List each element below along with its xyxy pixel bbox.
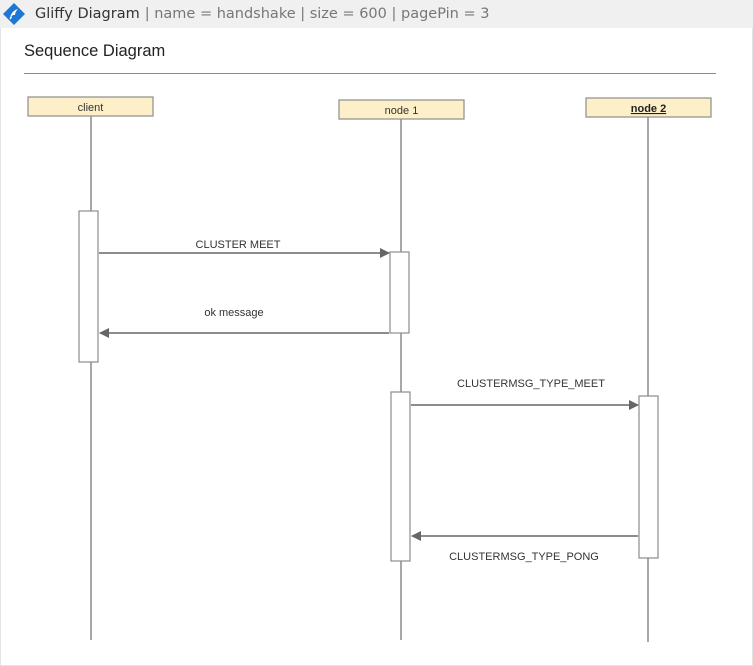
- macro-header: Gliffy Diagram | name = handshake | size…: [0, 0, 753, 28]
- participant-node2[interactable]: node 2: [585, 97, 712, 118]
- activation-client[interactable]: [78, 210, 99, 363]
- message-label: CLUSTERMSG_TYPE_PONG: [449, 551, 599, 563]
- participant-node1[interactable]: node 1: [338, 99, 465, 120]
- message-ok-message[interactable]: ok message: [99, 307, 389, 338]
- participant-label: node 1: [385, 105, 419, 117]
- gliffy-logo-icon: [0, 0, 28, 28]
- message-label: CLUSTER MEET: [196, 239, 281, 251]
- message-clustermsg-type-pong[interactable]: CLUSTERMSG_TYPE_PONG: [411, 531, 638, 563]
- macro-params: | name = handshake | size = 600 | pagePi…: [144, 6, 490, 22]
- title-divider: [24, 73, 716, 74]
- diagram-title: Sequence Diagram: [24, 42, 166, 60]
- participant-label: node 2: [631, 103, 666, 115]
- message-clustermsg-type-meet[interactable]: CLUSTERMSG_TYPE_MEET: [411, 378, 639, 410]
- message-label: ok message: [204, 307, 263, 319]
- activation-node1-second[interactable]: [390, 391, 411, 562]
- macro-title: Gliffy Diagram: [35, 6, 140, 22]
- activation-node2[interactable]: [638, 395, 659, 559]
- message-label: CLUSTERMSG_TYPE_MEET: [457, 378, 605, 390]
- message-cluster-meet[interactable]: CLUSTER MEET: [99, 239, 390, 258]
- participant-client[interactable]: client: [27, 96, 154, 117]
- activation-node1-first[interactable]: [389, 251, 410, 334]
- participant-label: client: [78, 102, 104, 114]
